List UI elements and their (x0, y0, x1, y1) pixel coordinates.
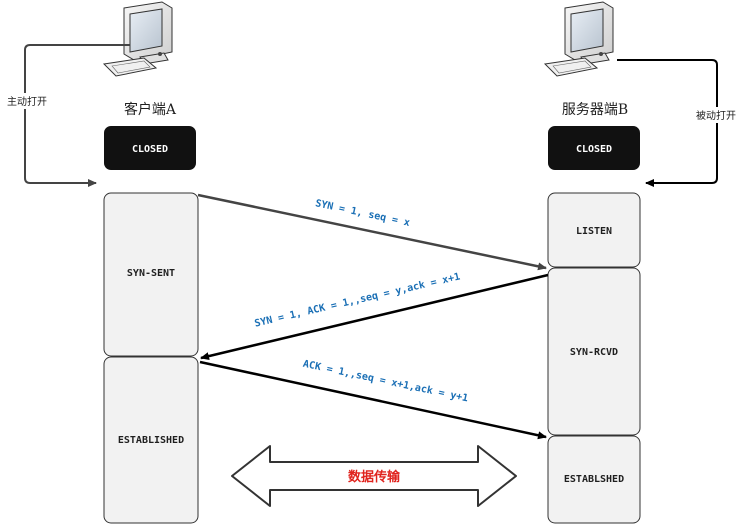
server-side-label: 被动打开 (696, 109, 736, 122)
server-closed-label: CLOSED (576, 144, 612, 155)
message-ack: ACK = 1,,seq = x+1,ack = y+1 (302, 359, 469, 405)
message-syn: SYN = 1, seq = x (314, 198, 411, 229)
client-title: 客户端A (124, 101, 177, 118)
server-state-label: LISTEN (576, 226, 612, 237)
syn-arrow (197, 193, 547, 271)
server-title: 服务器端B (562, 102, 628, 118)
server-state-label: SYN-RCVD (570, 347, 618, 358)
server-state-listen (547, 192, 641, 268)
client-state-syn-sent (103, 192, 199, 357)
client-closed-label: CLOSED (132, 144, 168, 155)
server-state-syn-rcvd (547, 267, 641, 436)
client-closed-box (104, 126, 196, 170)
client-side-label: 主动打开 (7, 95, 47, 108)
client-state-established (103, 356, 199, 524)
server-state-label: ESTABLSHED (564, 474, 624, 485)
syn-ack-arrow (200, 273, 549, 361)
data-transfer-label: 数据传输 (348, 469, 401, 485)
server-computer-icon (543, 1, 614, 77)
client-computer-icon (102, 1, 173, 77)
client-state-label: ESTABLISHED (118, 435, 184, 446)
data-transfer-arrow (231, 445, 517, 507)
client-open-loop (24, 44, 130, 187)
ack-arrow (199, 360, 547, 440)
client-state-label: SYN-SENT (127, 268, 175, 279)
client-side-label-bg (0, 93, 56, 109)
server-closed-box (548, 126, 640, 170)
server-side-label-bg (690, 107, 744, 123)
server-state-established (547, 435, 641, 524)
